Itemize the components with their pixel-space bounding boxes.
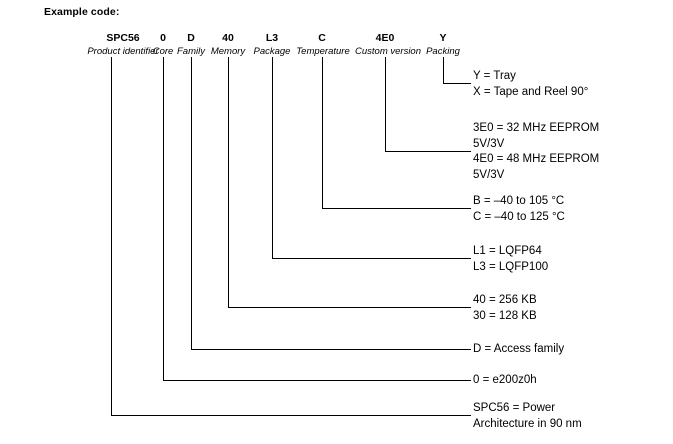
legend-package-line-1: L3 = LQFP100 bbox=[473, 260, 549, 273]
leader-product-identifier bbox=[110, 57, 471, 417]
legend-product-identifier-line-1: Architecture in 90 nm bbox=[473, 417, 582, 430]
descriptor-family: Family bbox=[177, 46, 205, 57]
legend-custom-version-line-2: 4E0 = 48 MHz EEPROM bbox=[473, 153, 600, 165]
legend-product-identifier-line-0: SPC56 = Power bbox=[473, 402, 556, 414]
descriptor-packing: Packing bbox=[426, 46, 460, 57]
descriptor-temperature: Temperature bbox=[296, 46, 350, 57]
legend-family-line-0: D = Access family bbox=[473, 343, 565, 355]
leader-package bbox=[271, 57, 471, 260]
descriptor-package: Package bbox=[253, 46, 291, 57]
legend-memory-line-1: 30 = 128 KB bbox=[473, 309, 537, 322]
legend-product-identifier: SPC56 = Power Architecture in 90 nm bbox=[473, 401, 582, 432]
legend-custom-version-line-0: 3E0 = 32 MHz EEPROM bbox=[473, 122, 600, 134]
leader-memory bbox=[227, 57, 471, 309]
code-custom-version: 4E0 bbox=[375, 32, 395, 44]
legend-core-line-0: 0 = e200z0h bbox=[473, 374, 537, 386]
legend-memory: 40 = 256 KB 30 = 128 KB bbox=[473, 293, 537, 324]
page-title: Example code: bbox=[44, 6, 120, 18]
legend-custom-version-line-1: 5V/3V bbox=[473, 137, 505, 150]
leader-core bbox=[162, 57, 471, 382]
legend-packing-line-1: X = Tape and Reel 90° bbox=[473, 85, 589, 98]
code-core: 0 bbox=[160, 32, 166, 44]
leader-custom-version bbox=[384, 57, 471, 153]
code-temperature: C bbox=[318, 32, 326, 44]
code-package: L3 bbox=[265, 32, 279, 44]
legend-package: L1 = LQFP64 L3 = LQFP100 bbox=[473, 244, 548, 275]
leader-temperature bbox=[321, 57, 471, 210]
legend-family: D = Access family bbox=[473, 342, 564, 358]
legend-temperature-line-1: C = –40 to 125 °C bbox=[473, 210, 565, 223]
code-product-identifier: SPC56 bbox=[106, 32, 140, 44]
code-family: D bbox=[187, 32, 195, 44]
descriptor-product-identifier: Product identifier bbox=[87, 46, 159, 57]
code-packing: Y bbox=[439, 32, 447, 44]
descriptor-core: Core bbox=[152, 46, 174, 57]
legend-core: 0 = e200z0h bbox=[473, 373, 537, 389]
descriptor-custom-version: Custom version bbox=[355, 46, 421, 57]
leader-family bbox=[190, 57, 471, 351]
leader-packing bbox=[442, 57, 471, 85]
legend-custom-version-line-3: 5V/3V bbox=[473, 168, 505, 181]
legend-packing: Y = Tray X = Tape and Reel 90° bbox=[473, 69, 588, 100]
legend-custom-version: 3E0 = 32 MHz EEPROM 5V/3V 4E0 = 48 MHz E… bbox=[473, 121, 599, 183]
legend-package-line-0: L1 = LQFP64 bbox=[473, 245, 542, 257]
descriptor-memory: Memory bbox=[210, 46, 246, 57]
legend-memory-line-0: 40 = 256 KB bbox=[473, 294, 537, 306]
legend-temperature-line-0: B = –40 to 105 °C bbox=[473, 195, 565, 207]
legend-packing-line-0: Y = Tray bbox=[473, 70, 516, 82]
legend-temperature: B = –40 to 105 °C C = –40 to 125 °C bbox=[473, 194, 565, 225]
code-memory: 40 bbox=[222, 32, 234, 44]
